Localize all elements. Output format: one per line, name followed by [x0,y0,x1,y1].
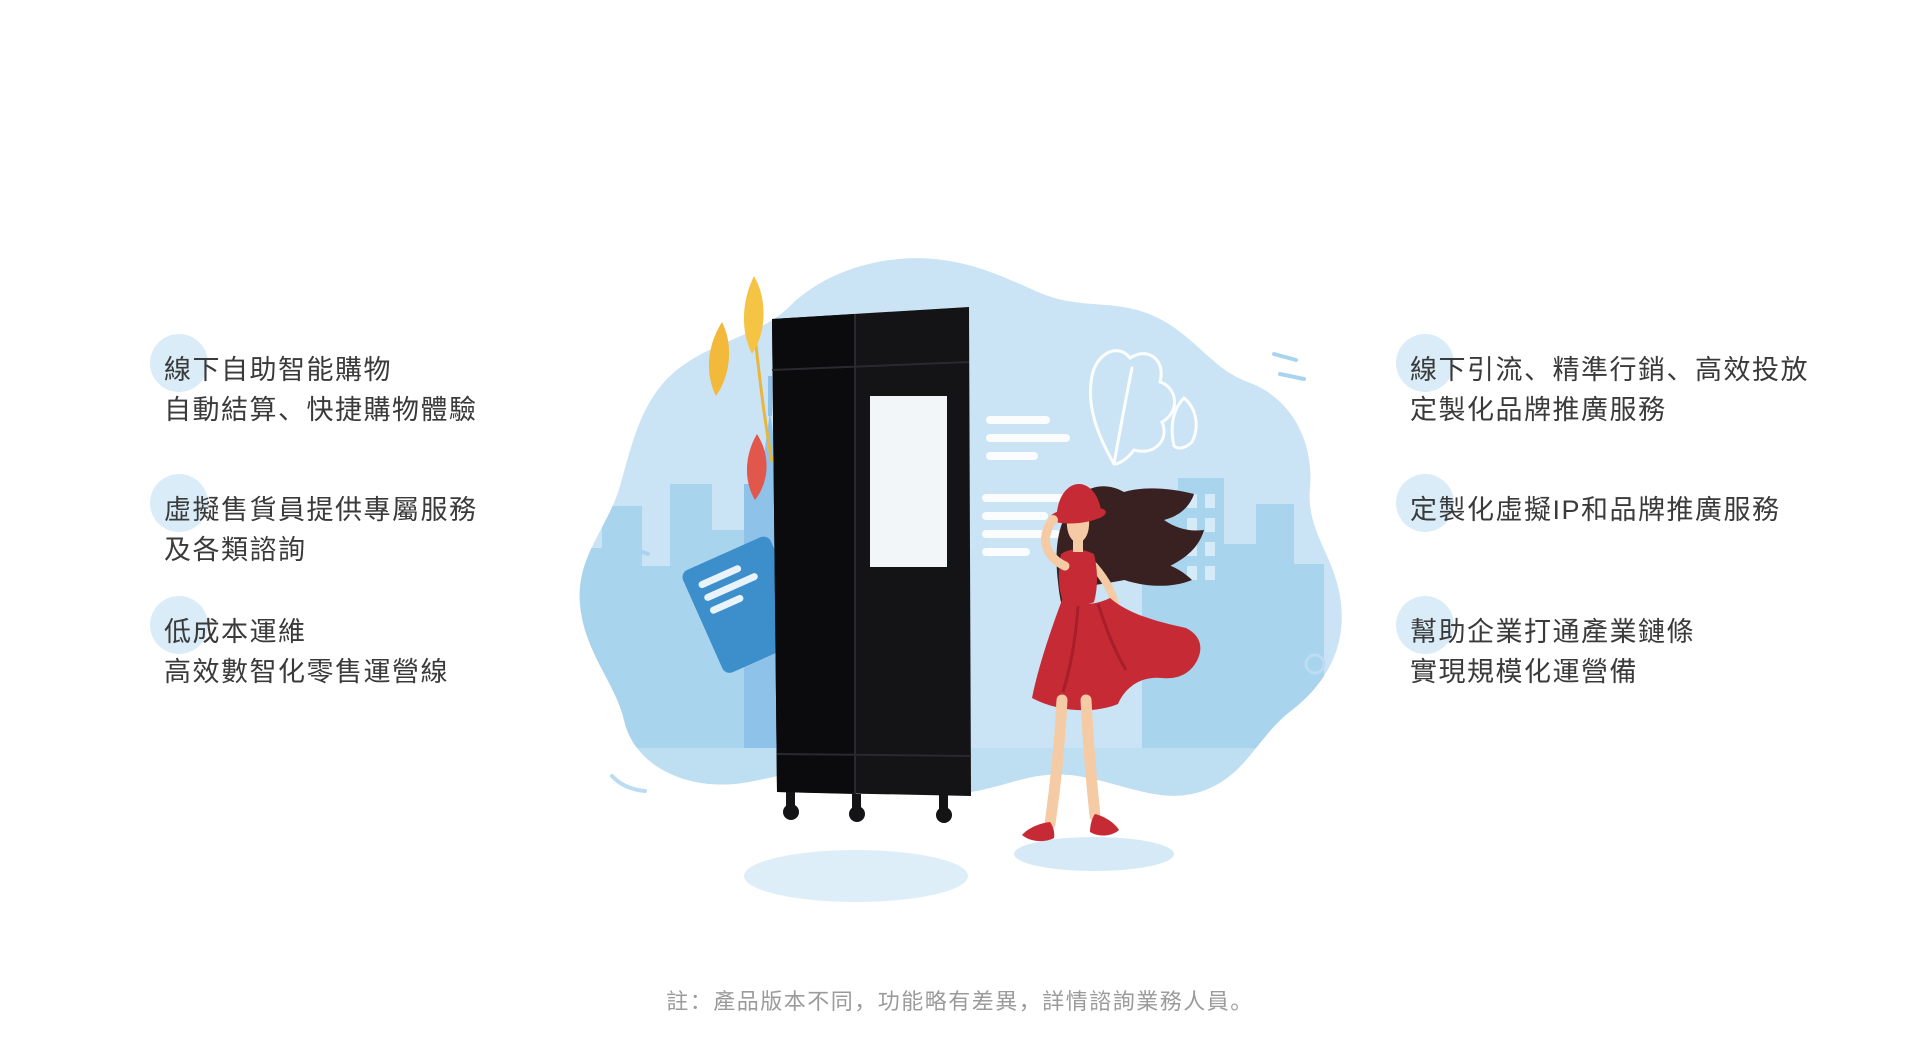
speed-lines [982,416,1070,556]
hat-brim [1050,506,1106,524]
feature-line: 線下引流、精準行銷、高效投放 [1410,355,1809,385]
feature-block-virtual-clerk: 虛擬售貨員提供專屬服務 及各類諮詢 [150,474,478,570]
feature-block-traffic-marketing: 線下引流、精準行銷、高效投放 定製化品牌推廣服務 [1396,334,1809,430]
highlight-dot [1396,334,1454,392]
feature-line: 線下自助智能購物 [164,355,392,385]
hero-illustration [579,258,1342,902]
feature-block-custom-ip: 定製化虛擬IP和品牌推廣服務 [1396,474,1781,532]
highlight-dot [1396,474,1454,532]
highlight-dot [150,334,208,392]
highlight-dot [1396,596,1454,654]
feature-line: 自動結算、快捷購物體驗 [164,395,478,425]
feature-line: 定製化虛擬IP和品牌推廣服務 [1410,495,1781,525]
caster-wheels [783,792,952,823]
face [1066,518,1090,543]
leaf-outline-icon [1088,349,1198,466]
feature-line: 高效數智化零售運營線 [164,657,449,687]
highlight-dot [150,596,208,654]
feature-block-offline-shopping: 線下自助智能購物 自動結算、快捷購物體驗 [150,334,478,430]
vending-machine [771,307,972,823]
shoes [1022,822,1055,842]
feature-block-low-cost-ops: 低成本運維 高效數智化零售運營線 [150,596,449,692]
decor-circle [1304,653,1326,675]
feature-line: 實現規模化運營備 [1410,657,1638,687]
feature-line: 定製化品牌推廣服務 [1410,395,1667,425]
kiosk-screen [870,396,947,567]
feature-block-industry-chain: 幫助企業打通產業鏈條 實現規模化運營備 [1396,596,1695,692]
bodice [1058,549,1097,605]
shopper-woman [1022,484,1204,842]
footnote: 註：產品版本不同，功能略有差異，詳情諮詢業務人員。 [666,989,1254,1014]
feature-line: 低成本運維 [164,617,307,647]
arm-raised [1041,519,1070,571]
shadow-ellipses [744,837,1174,902]
decor-curve [610,774,647,793]
neck [1073,538,1083,552]
feature-line: 幫助企業打通產業鏈條 [1410,617,1695,647]
feature-line: 及各類諮詢 [164,535,307,565]
decor-dashes [629,352,1306,556]
highlight-dot [150,474,208,532]
legs [1044,694,1068,830]
sun-hat [1057,484,1101,512]
feature-line: 虛擬售貨員提供專屬服務 [164,495,478,525]
